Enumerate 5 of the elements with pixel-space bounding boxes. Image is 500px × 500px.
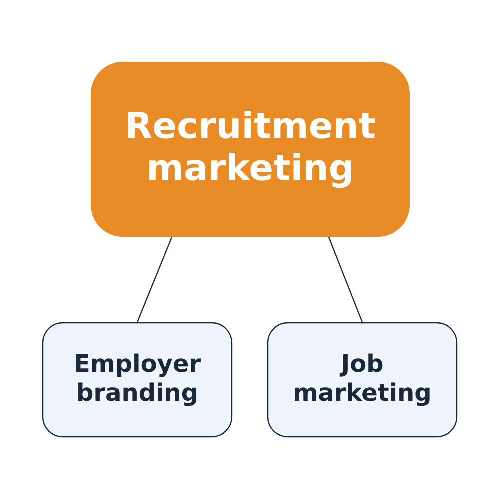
topic-box: Recruitment marketing: [91, 62, 410, 237]
connector-line: [328, 237, 364, 323]
subtopic-box: Employer branding: [42, 322, 233, 438]
connector-line: [136, 237, 173, 323]
subtopic-box: Job marketing: [267, 322, 458, 438]
